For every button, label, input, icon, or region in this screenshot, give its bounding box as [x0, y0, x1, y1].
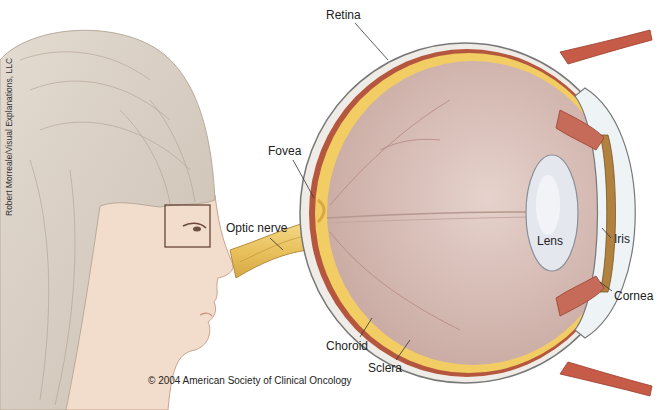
- part-label: Sclera: [368, 361, 402, 375]
- part-label: Iris: [614, 232, 630, 246]
- lens-shape: [526, 155, 578, 271]
- part-label: Fovea: [268, 144, 301, 158]
- part-label: Choroid: [326, 339, 368, 353]
- part-label: Optic nerve: [226, 221, 287, 235]
- part-label: Retina: [326, 8, 361, 22]
- leader-lines: [270, 23, 612, 360]
- child-profile: [0, 30, 233, 410]
- credit-text: Robert Morreale/Visual Explanations, LLC: [4, 58, 14, 216]
- part-label: Lens: [537, 234, 563, 248]
- iris-shape: [600, 135, 616, 292]
- part-label: Cornea: [614, 289, 653, 303]
- copyright-caption: © 2004 American Society of Clinical Onco…: [148, 375, 352, 387]
